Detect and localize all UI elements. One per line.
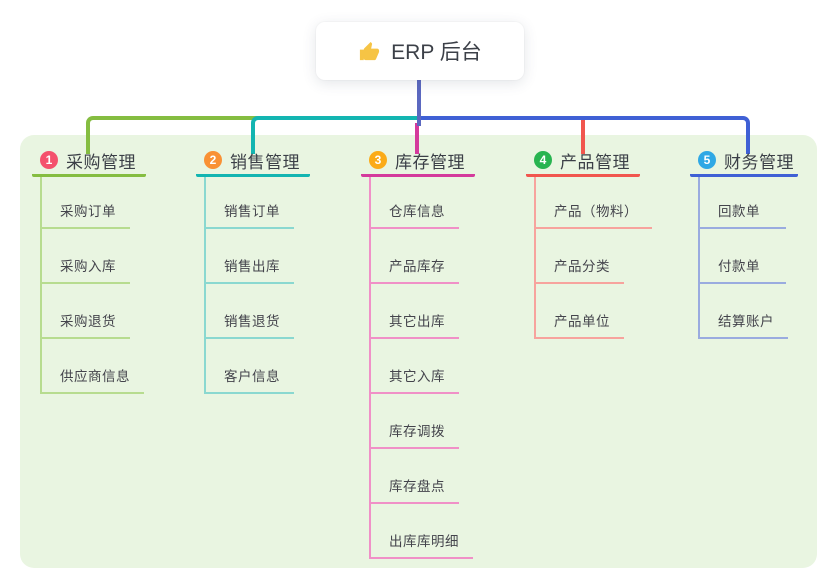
child-node-label: 库存盘点 xyxy=(389,479,445,494)
branch-heading[interactable]: 4 产品管理 xyxy=(526,146,640,177)
root-node-erp-backend[interactable]: ERP 后台 xyxy=(316,22,524,80)
child-node-label: 产品（物料） xyxy=(554,204,638,219)
child-node[interactable]: 结算账户 xyxy=(700,284,788,339)
child-node-label: 销售出库 xyxy=(224,259,280,274)
branches-background-panel xyxy=(20,135,817,568)
child-node[interactable]: 产品（物料） xyxy=(536,177,652,229)
child-node[interactable]: 产品单位 xyxy=(536,284,624,339)
branch-children: 仓库信息产品库存其它出库其它入库库存调拨库存盘点出库库明细 xyxy=(369,177,473,559)
branch-number-badge: 4 xyxy=(534,151,552,169)
child-node[interactable]: 其它入库 xyxy=(371,339,459,394)
child-node-label: 付款单 xyxy=(718,259,760,274)
branch-heading-label: 产品管理 xyxy=(560,152,630,172)
child-node-label: 回款单 xyxy=(718,204,760,219)
child-node-label: 采购入库 xyxy=(60,259,116,274)
child-node-label: 库存调拨 xyxy=(389,424,445,439)
branch-purchase-management: 1 采购管理 采购订单采购入库采购退货供应商信息 xyxy=(32,146,146,394)
child-node-label: 采购退货 xyxy=(60,314,116,329)
branch-children: 采购订单采购入库采购退货供应商信息 xyxy=(40,177,144,394)
child-node-label: 采购订单 xyxy=(60,204,116,219)
child-node[interactable]: 其它出库 xyxy=(371,284,459,339)
child-node[interactable]: 仓库信息 xyxy=(371,177,459,229)
child-node[interactable]: 采购入库 xyxy=(42,229,130,284)
branch-heading[interactable]: 1 采购管理 xyxy=(32,146,146,177)
child-node-label: 其它出库 xyxy=(389,314,445,329)
branch-number-badge: 2 xyxy=(204,151,222,169)
child-node[interactable]: 供应商信息 xyxy=(42,339,144,394)
child-node[interactable]: 销售订单 xyxy=(206,177,294,229)
child-node-label: 出库库明细 xyxy=(389,534,459,549)
branch-children: 销售订单销售出库销售退货客户信息 xyxy=(204,177,294,394)
branch-sales-management: 2 销售管理 销售订单销售出库销售退货客户信息 xyxy=(196,146,310,394)
child-node[interactable]: 采购订单 xyxy=(42,177,130,229)
branch-heading[interactable]: 2 销售管理 xyxy=(196,146,310,177)
branch-number-badge: 5 xyxy=(698,151,716,169)
connector-branch-5 xyxy=(419,116,750,154)
branch-number-badge: 3 xyxy=(369,151,387,169)
child-node[interactable]: 客户信息 xyxy=(206,339,294,394)
branch-product-management: 4 产品管理 产品（物料） 产品分类产品单位 xyxy=(526,146,652,339)
branch-heading-label: 财务管理 xyxy=(724,152,794,172)
branch-number-badge: 1 xyxy=(40,151,58,169)
child-node[interactable]: 产品库存 xyxy=(371,229,459,284)
root-connector-line xyxy=(417,80,421,126)
branch-heading-label: 采购管理 xyxy=(66,152,136,172)
connector-branch-2 xyxy=(251,116,419,154)
child-node[interactable]: 库存盘点 xyxy=(371,449,459,504)
child-node-label: 销售退货 xyxy=(224,314,280,329)
child-node-label: 产品分类 xyxy=(554,259,610,274)
child-node-label: 客户信息 xyxy=(224,369,280,384)
child-node-label: 结算账户 xyxy=(718,314,774,329)
child-node[interactable]: 销售退货 xyxy=(206,284,294,339)
child-node[interactable]: 回款单 xyxy=(700,177,786,229)
child-node[interactable]: 销售出库 xyxy=(206,229,294,284)
branch-heading[interactable]: 3 库存管理 xyxy=(361,146,475,177)
branch-children: 回款单付款单结算账户 xyxy=(698,177,788,339)
child-node[interactable]: 出库库明细 xyxy=(371,504,473,559)
root-node-label: ERP 后台 xyxy=(391,41,482,64)
child-node-label: 其它入库 xyxy=(389,369,445,384)
branch-heading-label: 库存管理 xyxy=(395,152,465,172)
branch-heading[interactable]: 5 财务管理 xyxy=(690,146,798,177)
child-node-label: 产品库存 xyxy=(389,259,445,274)
child-node-label: 仓库信息 xyxy=(389,204,445,219)
branch-children: 产品（物料） 产品分类产品单位 xyxy=(534,177,652,339)
child-node-label: 供应商信息 xyxy=(60,369,130,384)
child-node[interactable]: 付款单 xyxy=(700,229,786,284)
branch-inventory-management: 3 库存管理 仓库信息产品库存其它出库其它入库库存调拨库存盘点出库库明细 xyxy=(361,146,475,559)
child-node[interactable]: 库存调拨 xyxy=(371,394,459,449)
connector-branch-3 xyxy=(415,123,419,154)
thumbs-up-icon xyxy=(360,41,380,60)
child-node[interactable]: 采购退货 xyxy=(42,284,130,339)
branch-heading-label: 销售管理 xyxy=(230,152,300,172)
child-node-label: 产品单位 xyxy=(554,314,610,329)
child-node-label: 销售订单 xyxy=(224,204,280,219)
branch-finance-management: 5 财务管理 回款单付款单结算账户 xyxy=(690,146,798,339)
child-node[interactable]: 产品分类 xyxy=(536,229,624,284)
